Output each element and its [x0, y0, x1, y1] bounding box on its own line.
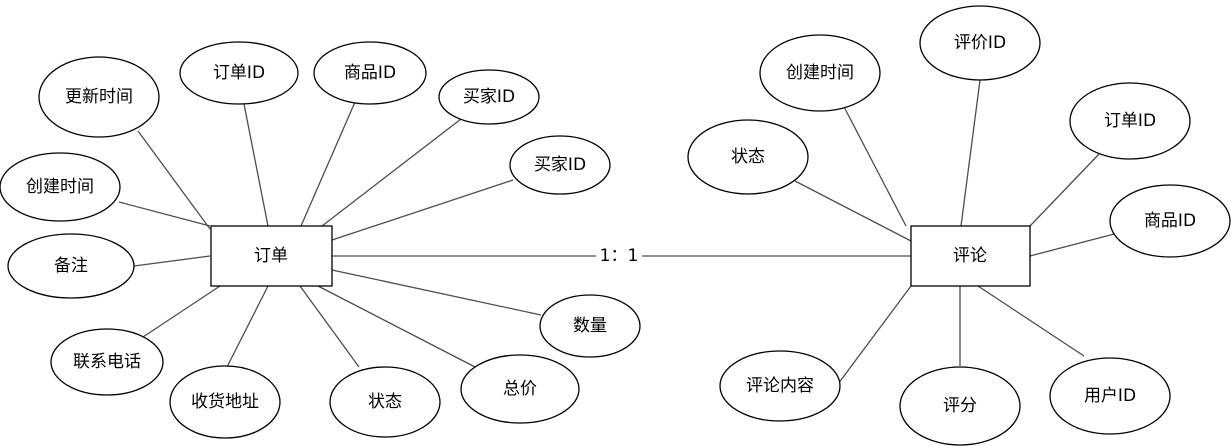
attribute-total-price[interactable]: 总价 [460, 354, 580, 424]
attribute-label: 评分 [943, 396, 977, 416]
attribute-order-status[interactable]: 状态 [329, 366, 441, 438]
attribute-review-order-id[interactable]: 订单ID [1069, 82, 1191, 160]
attribute-label: 数量 [573, 316, 607, 336]
attribute-review-user-id[interactable]: 用户ID [1049, 357, 1171, 435]
attribute-review-content[interactable]: 评论内容 [719, 350, 841, 422]
attribute-review-status[interactable]: 状态 [687, 119, 809, 195]
attribute-label: 创建时间 [786, 63, 854, 83]
relationship-label: 1：1 [600, 246, 639, 266]
edge-order-remark [133, 255, 211, 267]
edge-order-order-id [243, 103, 269, 227]
edge-review-product-id [1029, 232, 1119, 257]
relationship-label-background [596, 244, 642, 268]
attribute-label: 商品ID [1144, 211, 1196, 231]
attribute-label: 联系电话 [73, 352, 141, 372]
entity-order[interactable]: 订单 [210, 225, 333, 287]
edge-order-total [317, 285, 476, 368]
attribute-label: 状态 [368, 392, 402, 412]
attribute-buyer-id-2[interactable]: 买家ID [509, 135, 611, 195]
edge-review-create-time [841, 102, 907, 227]
edge-order-quantity [331, 269, 542, 316]
attribute-label: 总价 [503, 379, 537, 399]
attribute-label: 更新时间 [65, 87, 133, 107]
attribute-label: 商品ID [344, 63, 396, 83]
attribute-label: 备注 [54, 256, 88, 276]
attribute-label: 买家ID [534, 155, 586, 175]
attribute-label: 状态 [731, 147, 765, 167]
attribute-review-product-id[interactable]: 商品ID [1109, 184, 1231, 258]
attribute-review-id[interactable]: 评价ID [919, 5, 1041, 81]
edge-review-review-id [960, 79, 981, 227]
edge-order-buyer-id-1 [321, 118, 462, 227]
attribute-label: 收货地址 [191, 392, 259, 412]
attribute-phone[interactable]: 联系电话 [50, 328, 164, 396]
attribute-review-create-time[interactable]: 创建时间 [759, 34, 881, 112]
attribute-buyer-id-1[interactable]: 买家ID [438, 69, 540, 125]
attribute-quantity[interactable]: 数量 [539, 294, 641, 358]
entity-review-label: 评论 [953, 246, 987, 266]
edge-order-address [226, 285, 269, 368]
edge-order-phone [142, 285, 221, 338]
edge-review-user-id [977, 285, 1085, 357]
entity-review[interactable]: 评论 [910, 225, 1031, 287]
attribute-order-id[interactable]: 订单ID [179, 41, 299, 105]
attribute-label: 买家ID [463, 87, 515, 107]
edge-order-product-id [300, 101, 356, 227]
attribute-label: 评价ID [954, 33, 1006, 53]
attribute-create-time[interactable]: 创建时间 [0, 152, 121, 222]
attribute-update-time[interactable]: 更新时间 [38, 56, 160, 138]
entity-order-label: 订单 [254, 246, 288, 266]
attribute-label: 评论内容 [746, 376, 814, 396]
attribute-remark[interactable]: 备注 [7, 233, 135, 299]
edge-order-buyer-id-2 [331, 179, 514, 241]
attribute-label: 创建时间 [26, 177, 94, 197]
attribute-label: 用户ID [1084, 386, 1136, 406]
edge-order-update-time [137, 130, 211, 230]
attribute-label: 订单ID [1104, 111, 1156, 131]
edge-order-status [299, 285, 360, 368]
attribute-review-score[interactable]: 评分 [899, 366, 1021, 446]
edge-review-status [794, 180, 912, 242]
attribute-product-id[interactable]: 商品ID [313, 41, 427, 105]
edge-review-content [837, 285, 912, 385]
edge-order-create-time [118, 201, 211, 227]
edge-review-order-id [1029, 152, 1101, 227]
attribute-label: 订单ID [213, 63, 265, 83]
attribute-address[interactable]: 收货地址 [169, 365, 281, 439]
